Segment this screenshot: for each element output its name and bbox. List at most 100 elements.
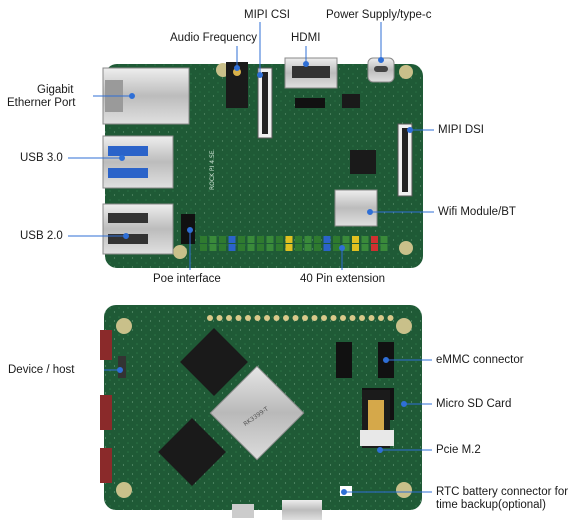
gpio-pin [304,244,312,251]
top-board: ROCK PI 4 SE [102,57,423,268]
gpio-pin [257,244,264,251]
m2-socket [360,430,394,446]
usb3-port [102,135,174,189]
label-emmc: eMMC connector [436,354,524,366]
label-rtc-line1: RTC battery connector for [436,486,569,498]
mount-hole [173,245,187,259]
mount-hole [399,65,413,79]
label-gigabit-line2: Etherner Port [7,97,76,109]
gpio-pin [247,236,255,243]
bottom-pin [321,315,327,321]
bottom-pin [387,315,394,321]
audio-jack [226,62,248,108]
bottom-pin [273,315,280,321]
device-host-switch [118,356,126,378]
gpio-pin [323,236,331,243]
gpio-pin [380,244,388,251]
gpio-pin [228,236,236,243]
gpio-pin [276,244,283,251]
gpio-pin [342,236,350,243]
bottom-pin [340,315,346,321]
mipi-dsi-slot [402,128,408,192]
top-chip [295,98,325,108]
label-gigabit-line1: Gigabit [37,84,74,96]
gpio-pin [285,244,293,251]
gpio-pin [219,236,226,243]
usb-edge [100,448,112,483]
gpio-pin [238,236,245,243]
gpio-pin [333,244,340,251]
mipi-csi-slot [262,72,268,134]
label-poe: Poe interface [153,273,221,285]
bottom-pin [292,315,299,321]
typec-opening [374,66,388,72]
label-40pin: 40 Pin extension [300,273,386,285]
mount-hole [396,318,412,334]
bottom-pin [245,315,251,321]
mount-hole [116,482,132,498]
usb-edge [100,330,112,360]
gpio-pin [361,236,369,243]
usb-edge [100,395,112,430]
bottom-pin [359,315,365,321]
bottom-pin [207,315,213,321]
hdmi-opening [292,66,330,78]
label-pcie: Pcie M.2 [436,444,481,456]
bottom-pin [283,315,289,321]
label-usb3: USB 3.0 [20,152,63,164]
gpio-pin [295,244,302,251]
bottom-pin [378,315,384,321]
bottom-pin [311,315,318,321]
gpio-pin [333,236,340,243]
mount-hole [116,318,132,334]
bottom-pin [349,315,356,321]
bottom-pin [368,315,375,321]
gpio-pin [342,244,350,251]
top-chip [350,150,376,174]
gpio-pin [352,236,359,243]
label-audio-frequency: Audio Frequency [170,32,257,44]
gpio-pin [371,244,378,251]
bottom-board: RK3399-T [100,305,422,520]
gpio-pin [352,244,359,251]
label-wifi: Wifi Module/BT [438,206,516,218]
bottom-port [232,504,254,518]
bottom-pin [216,315,223,321]
gpio-pin [314,236,321,243]
gpio-pin [314,244,321,251]
gpio-pin [371,236,378,243]
gpio-pin [285,236,293,243]
bottom-pin [235,315,242,321]
bottom-pin [330,315,337,321]
gpio-40pin-header [200,236,388,251]
silkscreen-text: ROCK PI 4 SE [209,150,216,190]
gpio-pin [380,236,388,243]
bottom-port [282,500,322,520]
label-device-host: Device / host [8,364,75,376]
ram-chip [158,418,226,486]
usb3-tongue [108,146,148,156]
gpio-pin [200,236,207,243]
wifi-module [334,189,378,227]
gpio-pin [219,244,226,251]
gpio-pin [266,244,274,251]
gpio-pin [238,244,245,251]
bottom-pin [226,315,232,321]
gpio-pin [228,244,236,251]
top-chip [342,94,360,108]
usb2-tongue [108,213,148,223]
emmc-connector [336,342,352,378]
label-usb2: USB 2.0 [20,230,63,242]
ram-chip [180,328,248,396]
label-power-supply: Power Supply/type-c [326,9,432,21]
gpio-pin [276,236,283,243]
gpio-pin [295,236,302,243]
bottom-pin [264,315,270,321]
usb3-tongue [108,168,148,178]
bottom-pin [302,315,308,321]
label-rtc-line2: time backup(optional) [436,499,546,511]
label-mipi-dsi: MIPI DSI [438,124,485,136]
callout-lines [68,22,434,495]
bottom-pin-row [207,315,394,321]
